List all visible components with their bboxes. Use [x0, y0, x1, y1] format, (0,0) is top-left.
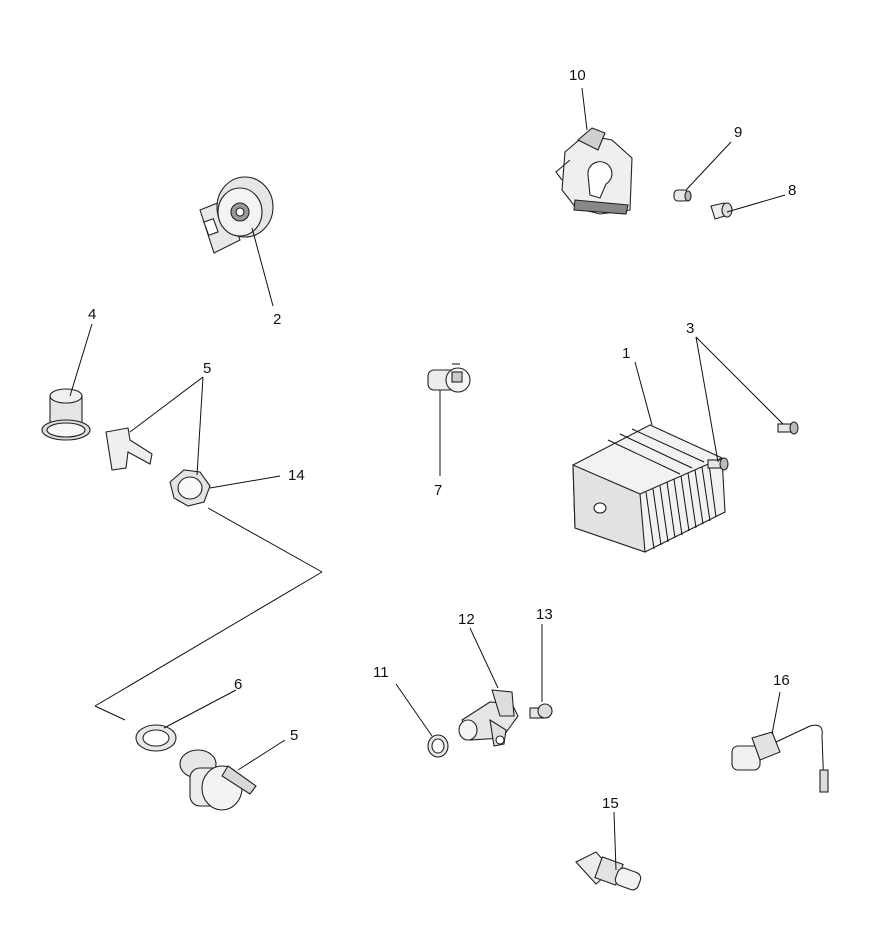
callout-4: 4	[88, 306, 96, 323]
part-13-bolt	[529, 703, 553, 719]
part-10-switch-assembly	[555, 127, 633, 215]
callout-14: 14	[288, 467, 305, 484]
callout-7: 7	[434, 482, 442, 499]
part-5-sensor-body	[179, 749, 257, 811]
callout-5-lower: 5	[290, 727, 298, 744]
callout-5-upper: 5	[203, 360, 211, 377]
part-9-sleeve	[673, 189, 692, 202]
part-16-wired-sensor	[731, 724, 829, 793]
leader-lines	[69, 87, 786, 871]
callout-6: 6	[234, 676, 242, 693]
part-1-regulator	[572, 424, 726, 553]
callout-1: 1	[622, 345, 630, 362]
part-15-temp-sensor	[575, 851, 642, 891]
part-6-washer	[135, 724, 177, 752]
regulator-fins	[607, 428, 717, 550]
callout-16: 16	[773, 672, 790, 689]
callout-12: 12	[458, 611, 475, 628]
part-3-screw-upper	[777, 421, 799, 435]
callout-9: 9	[734, 124, 742, 141]
part-8-cap	[710, 202, 733, 220]
callout-8: 8	[788, 182, 796, 199]
part-4-cylinder	[41, 388, 91, 441]
callout-11: 11	[373, 664, 389, 681]
callout-13: 13	[536, 606, 553, 623]
part-14-hex-nut	[169, 469, 211, 507]
part-3-screw-lower	[707, 457, 729, 471]
part-5-bracket	[105, 427, 153, 471]
callout-15: 15	[602, 795, 619, 812]
callout-2: 2	[273, 311, 281, 328]
part-12-cam-sensor	[458, 689, 519, 747]
callout-3: 3	[686, 320, 694, 337]
part-11-o-ring	[427, 734, 449, 758]
part-2-sensor	[199, 176, 274, 254]
part-7-plug	[427, 363, 471, 393]
callout-10: 10	[569, 67, 586, 84]
callout-labels: 10 9 8 2 4 5 3 1 7 14 13 12 11 6 16 5 15	[88, 67, 796, 812]
